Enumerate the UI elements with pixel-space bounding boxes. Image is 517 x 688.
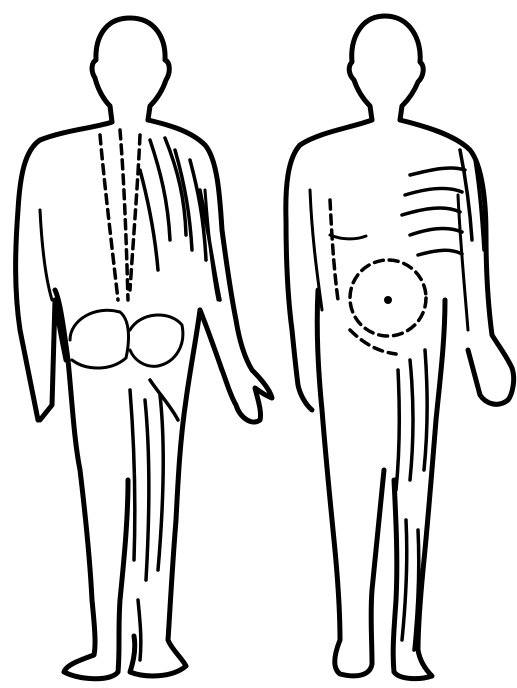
anterior-chest-line (330, 235, 366, 239)
posterior-figure (16, 18, 272, 679)
anterior-head (349, 16, 423, 120)
posterior-head (92, 18, 169, 122)
anterior-dashed-lines (330, 200, 396, 354)
posterior-right-side (148, 120, 272, 422)
posterior-dashed-lines (100, 130, 140, 300)
posterior-buttocks (70, 310, 183, 368)
anterior-legs (317, 290, 445, 679)
posterior-body-outline (16, 122, 112, 420)
posterior-left-side (55, 290, 128, 679)
anterior-navel-dot (384, 296, 392, 304)
posterior-left-arm-inner (40, 210, 52, 300)
anterior-radiating-lines (402, 150, 484, 255)
anterior-figure (286, 16, 514, 679)
